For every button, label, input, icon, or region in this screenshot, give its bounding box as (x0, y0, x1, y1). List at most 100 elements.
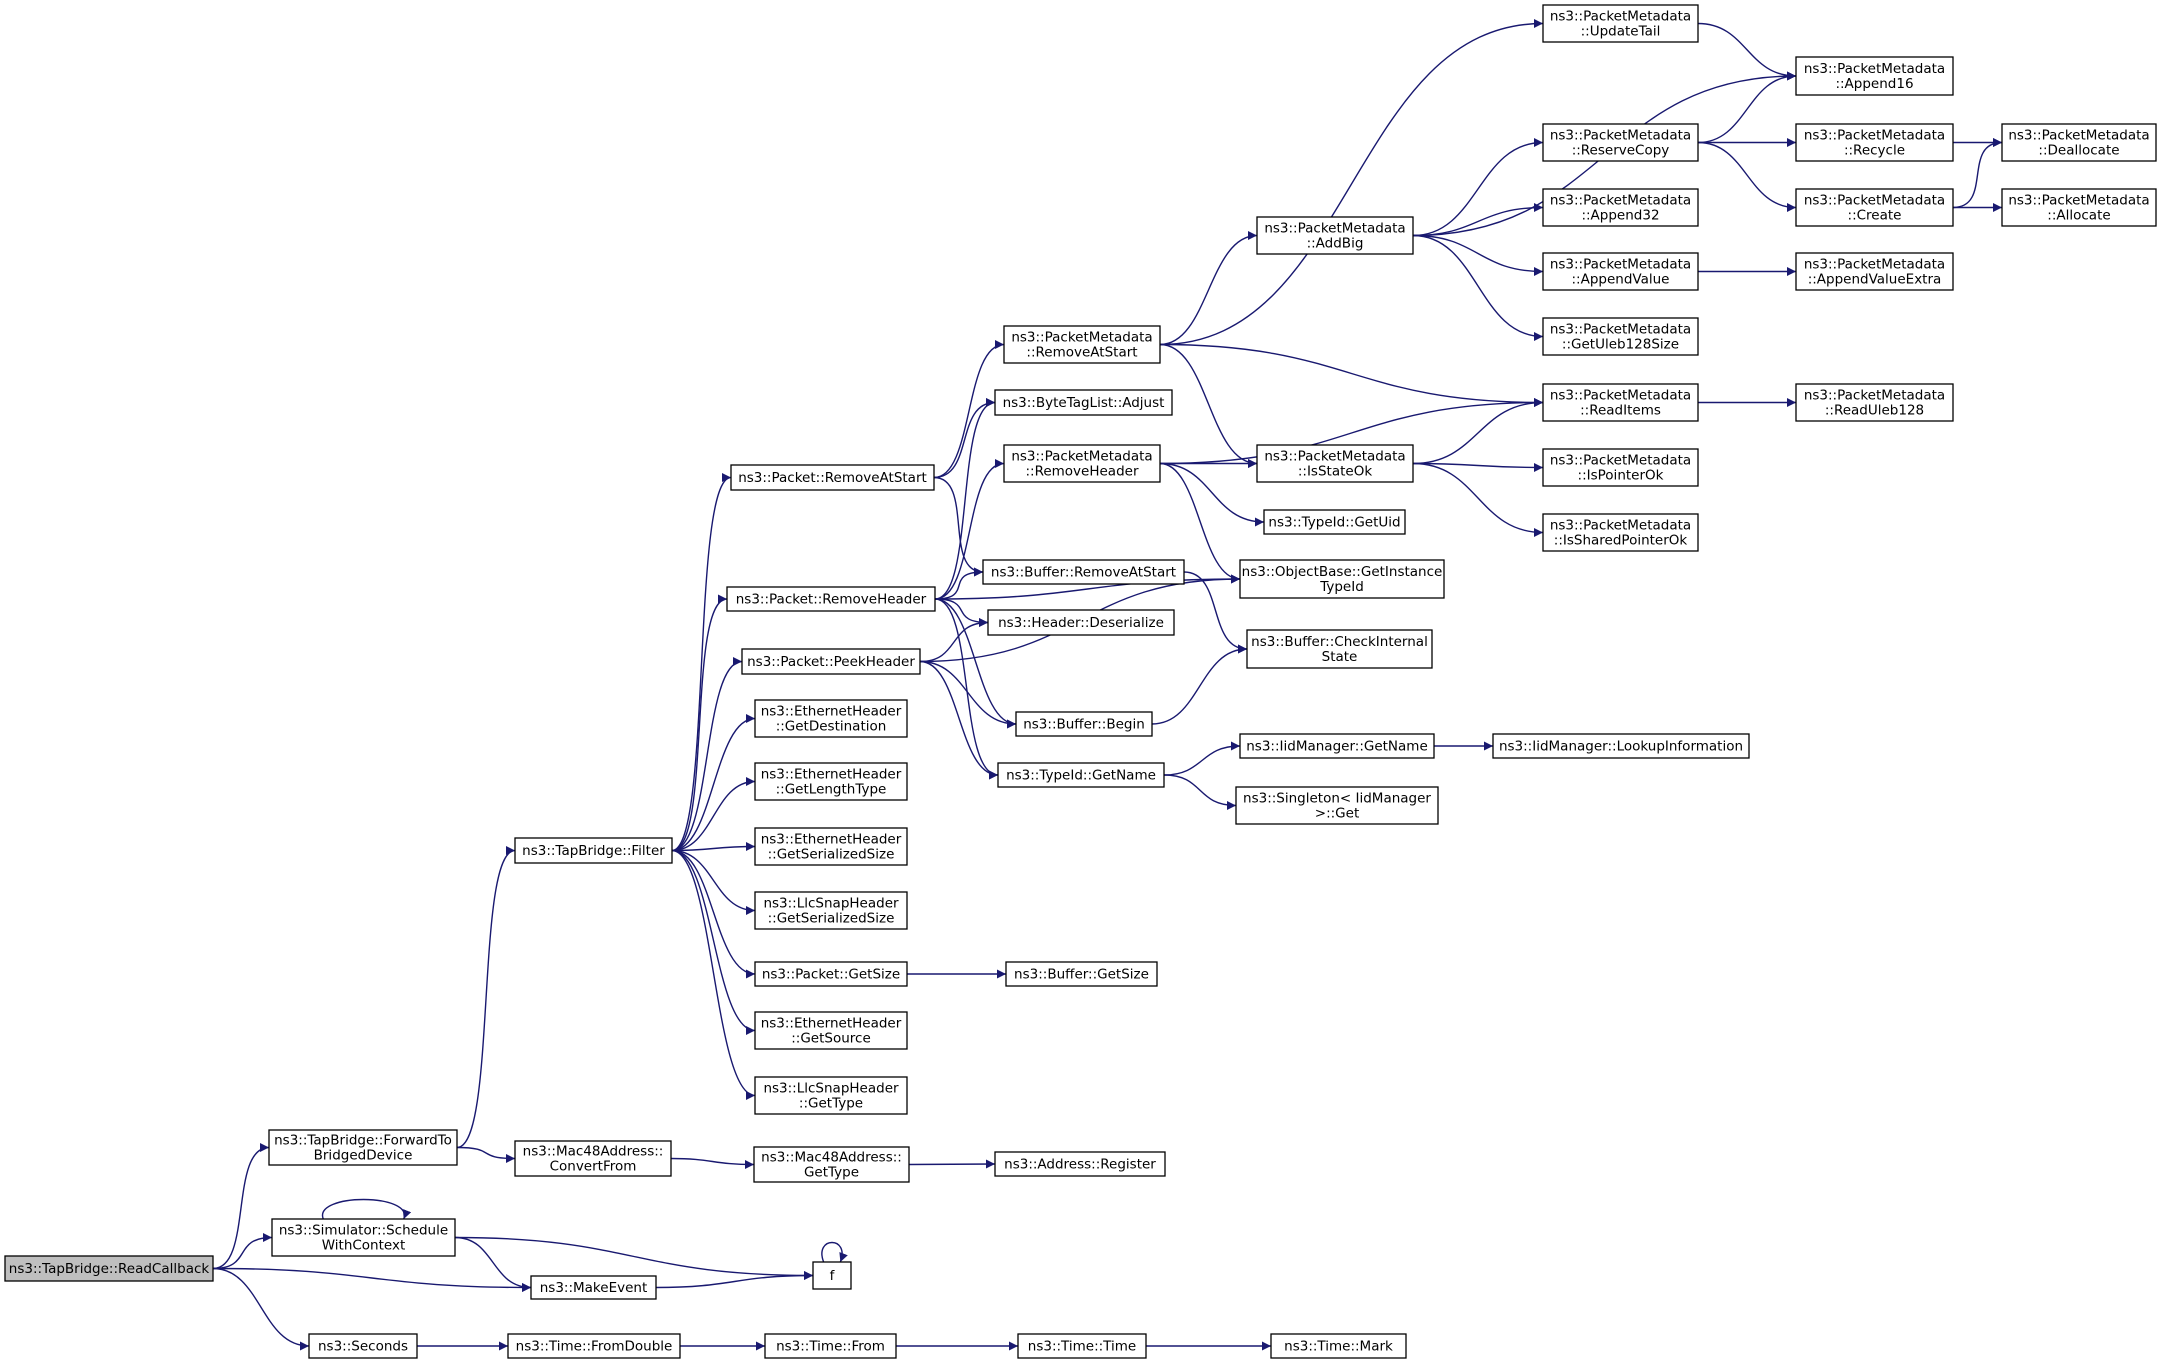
node-pm-ispointerok[interactable]: ns3::PacketMetadata::IsPointerOk (1542, 448, 1699, 487)
node-pm-recycle[interactable]: ns3::PacketMetadata::Recycle (1795, 123, 1954, 162)
node-pm-removeatstart[interactable]: ns3::PacketMetadata::RemoveAtStart (1003, 325, 1161, 364)
node-pm-create[interactable]: ns3::PacketMetadata::Create (1795, 188, 1954, 227)
node-pkt-peekheader[interactable]: ns3::Packet::PeekHeader (741, 648, 921, 675)
node-pm-append16[interactable]: ns3::PacketMetadata::Append16 (1795, 56, 1954, 96)
node-box (4, 1255, 214, 1282)
node-label: ns3::Buffer::Begin (1023, 717, 1145, 733)
node-box (1542, 188, 1699, 227)
node-buf-removeatstart[interactable]: ns3::Buffer::RemoveAtStart (982, 559, 1185, 585)
node-buf-begin[interactable]: ns3::Buffer::Begin (1015, 711, 1153, 737)
node-makeevent[interactable]: ns3::MakeEvent (530, 1275, 657, 1300)
node-label: ns3::PacketMetadata (2008, 128, 2149, 144)
node-convertfrom[interactable]: ns3::Mac48Address::ConvertFrom (514, 1140, 672, 1177)
node-typeid-getuid[interactable]: ns3::TypeId::GetUid (1263, 509, 1406, 535)
edge-pm-addbig-to-pm-getuleb128size (1412, 234, 1544, 341)
node-fromdouble[interactable]: ns3::Time::FromDouble (507, 1333, 681, 1359)
edge-pm-addbig-to-pm-append32 (1412, 203, 1544, 237)
node-pm-removeheader[interactable]: ns3::PacketMetadata::RemoveHeader (1003, 444, 1161, 483)
node-label: ::UpdateTail (1581, 24, 1661, 40)
node-pm-append32[interactable]: ns3::PacketMetadata::Append32 (1542, 188, 1699, 227)
node-box (2001, 188, 2157, 227)
node-btl-adjust[interactable]: ns3::ByteTagList::Adjust (994, 389, 1173, 416)
node-llc-getsersize[interactable]: ns3::LlcSnapHeader::GetSerializedSize (754, 891, 908, 930)
node-label: ns3::ByteTagList::Adjust (1003, 395, 1165, 411)
node-iid-lookup[interactable]: ns3::IidManager::LookupInformation (1492, 733, 1750, 759)
node-filter[interactable]: ns3::TapBridge::Filter (514, 837, 673, 864)
edge-pm-reservecopy-to-pm-append16 (1697, 71, 1797, 144)
node-label: ::GetSource (791, 1031, 871, 1047)
node-label: f (830, 1268, 836, 1284)
node-time-mark[interactable]: ns3::Time::Mark (1270, 1333, 1407, 1359)
node-label: ::ReadUleb128 (1825, 403, 1924, 419)
edges-layer (212, 19, 2003, 1351)
edge-forwardto-to-convertfrom (456, 1146, 516, 1163)
node-pm-appendvalueextra[interactable]: ns3::PacketMetadata::AppendValueExtra (1795, 252, 1954, 291)
node-hdr-deserialize[interactable]: ns3::Header::Deserialize (987, 609, 1175, 636)
node-label: ns3::EthernetHeader (761, 832, 902, 848)
node-label: ns3::PacketMetadata (1804, 193, 1945, 209)
node-box (1003, 325, 1161, 364)
node-box (754, 891, 908, 930)
node-pm-readuleb128[interactable]: ns3::PacketMetadata::ReadUleb128 (1795, 383, 1954, 422)
node-label: ns3::Singleton< IidManager (1243, 791, 1431, 807)
node-label: ns3::Seconds (318, 1339, 408, 1355)
node-label: ns3::PacketMetadata (1804, 128, 1945, 144)
node-mac-gettype[interactable]: ns3::Mac48Address::GetType (753, 1146, 910, 1183)
node-pm-deallocate[interactable]: ns3::PacketMetadata::Deallocate (2001, 123, 2157, 162)
node-readcallback[interactable]: ns3::TapBridge::ReadCallback (4, 1255, 214, 1282)
node-eth-getsource[interactable]: ns3::EthernetHeader::GetSource (754, 1011, 908, 1050)
node-pm-isstateok[interactable]: ns3::PacketMetadata::IsStateOk (1256, 444, 1414, 483)
node-addr-register[interactable]: ns3::Address::Register (994, 1151, 1166, 1177)
edge-pkt-removeheader-to-pm-removeheader (934, 459, 1005, 600)
node-eth-getsersize[interactable]: ns3::EthernetHeader::GetSerializedSize (754, 827, 908, 866)
edge-filter-to-pkt-getsize (671, 849, 756, 979)
node-eth-getlentype[interactable]: ns3::EthernetHeader::GetLengthType (754, 762, 908, 801)
node-box (754, 1076, 908, 1115)
node-box (994, 1151, 1166, 1177)
edge-pm-removeatstart-to-pm-isstateok (1159, 343, 1258, 468)
node-label: ::ReadItems (1580, 403, 1661, 419)
node-seconds[interactable]: ns3::Seconds (308, 1333, 418, 1359)
node-label: ::AppendValueExtra (1808, 272, 1942, 288)
node-pm-reservecopy[interactable]: ns3::PacketMetadata::ReserveCopy (1542, 123, 1699, 162)
node-eth-getdest[interactable]: ns3::EthernetHeader::GetDestination (754, 699, 908, 738)
node-label: ns3::Buffer::RemoveAtStart (991, 565, 1176, 581)
node-box (1235, 786, 1439, 825)
node-llc-gettype[interactable]: ns3::LlcSnapHeader::GetType (754, 1076, 908, 1115)
node-pm-getuleb128size[interactable]: ns3::PacketMetadata::GetUleb128Size (1542, 317, 1699, 356)
node-pm-updatetail[interactable]: ns3::PacketMetadata::UpdateTail (1542, 4, 1699, 43)
node-pkt-removeatstart[interactable]: ns3::Packet::RemoveAtStart (730, 464, 935, 491)
node-label: ::RemoveHeader (1025, 464, 1138, 480)
node-buf-getsize[interactable]: ns3::Buffer::GetSize (1005, 961, 1158, 987)
node-label: ConvertFrom (550, 1159, 637, 1175)
node-box (1239, 733, 1435, 759)
node-box (268, 1129, 458, 1166)
edge-pm-removeheader-to-typeid-getuid (1159, 462, 1265, 527)
node-typeid-getname[interactable]: ns3::TypeId::GetName (997, 762, 1165, 788)
node-label: ::Append32 (1581, 208, 1659, 224)
node-pkt-removeheader[interactable]: ns3::Packet::RemoveHeader (726, 586, 936, 612)
node-iid-getname[interactable]: ns3::IidManager::GetName (1239, 733, 1435, 759)
node-pm-readitems[interactable]: ns3::PacketMetadata::ReadItems (1542, 383, 1699, 422)
edge-convertfrom-to-mac-gettype (670, 1157, 755, 1169)
node-singleton-get[interactable]: ns3::Singleton< IidManager>::Get (1235, 786, 1439, 825)
edge-mac-gettype-to-addr-register (908, 1159, 996, 1169)
node-box (1015, 711, 1153, 737)
node-f[interactable]: f (812, 1261, 852, 1290)
node-time-from[interactable]: ns3::Time::From (764, 1333, 897, 1359)
node-label: GetType (804, 1165, 859, 1181)
node-pm-addbig[interactable]: ns3::PacketMetadata::AddBig (1256, 216, 1414, 255)
node-label: ns3::Packet::RemoveAtStart (738, 470, 927, 486)
node-pm-appendvalue[interactable]: ns3::PacketMetadata::AppendValue (1542, 252, 1699, 291)
node-pm-allocate[interactable]: ns3::PacketMetadata::Allocate (2001, 188, 2157, 227)
node-pkt-getsize[interactable]: ns3::Packet::GetSize (754, 961, 908, 987)
node-label: >::Get (1315, 806, 1359, 822)
node-time-time[interactable]: ns3::Time::Time (1017, 1333, 1147, 1359)
node-label: ::Deallocate (2038, 143, 2119, 159)
node-pm-issharedpointerok[interactable]: ns3::PacketMetadata::IsSharedPointerOk (1542, 513, 1699, 552)
node-label: ns3::PacketMetadata (1264, 449, 1405, 465)
